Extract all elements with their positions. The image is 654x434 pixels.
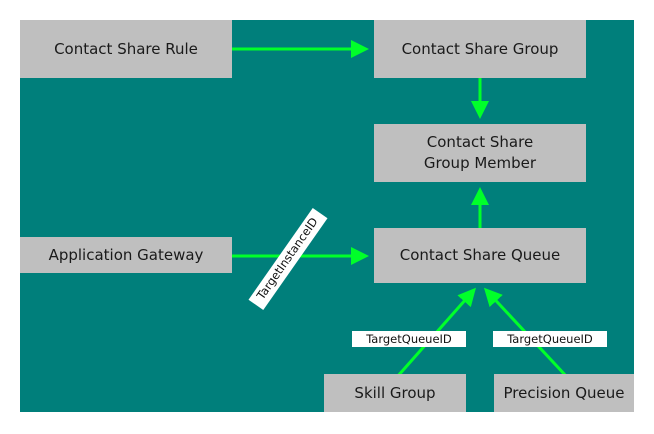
precision-queue-box: Precision Queue (494, 374, 634, 412)
application-gateway-box: Application Gateway (20, 237, 232, 273)
contact-share-group-label: Contact Share Group (401, 39, 559, 58)
contact-share-group-member-label: Contact Share Group Member (423, 133, 537, 172)
contact-share-queue-label: Contact Share Queue (399, 246, 561, 264)
contact-share-group-member-box: Contact Share Group Member (374, 124, 586, 182)
application-gateway-label: Application Gateway (48, 245, 204, 264)
contact-share-queue-box: Contact Share Queue (374, 228, 586, 283)
contact-share-rule-box: Contact Share Rule (20, 20, 232, 78)
skill-group-box: Skill Group (324, 374, 466, 412)
contact-share-rule-label: Contact Share Rule (54, 39, 198, 58)
precision-queue-label: Precision Queue (503, 383, 625, 402)
target-queue-id-tag-left: TargetQueueID (352, 331, 466, 347)
contact-share-group-box: Contact Share Group (374, 20, 586, 78)
skill-group-label: Skill Group (354, 383, 436, 402)
target-queue-id-tag-right: TargetQueueID (493, 331, 607, 347)
